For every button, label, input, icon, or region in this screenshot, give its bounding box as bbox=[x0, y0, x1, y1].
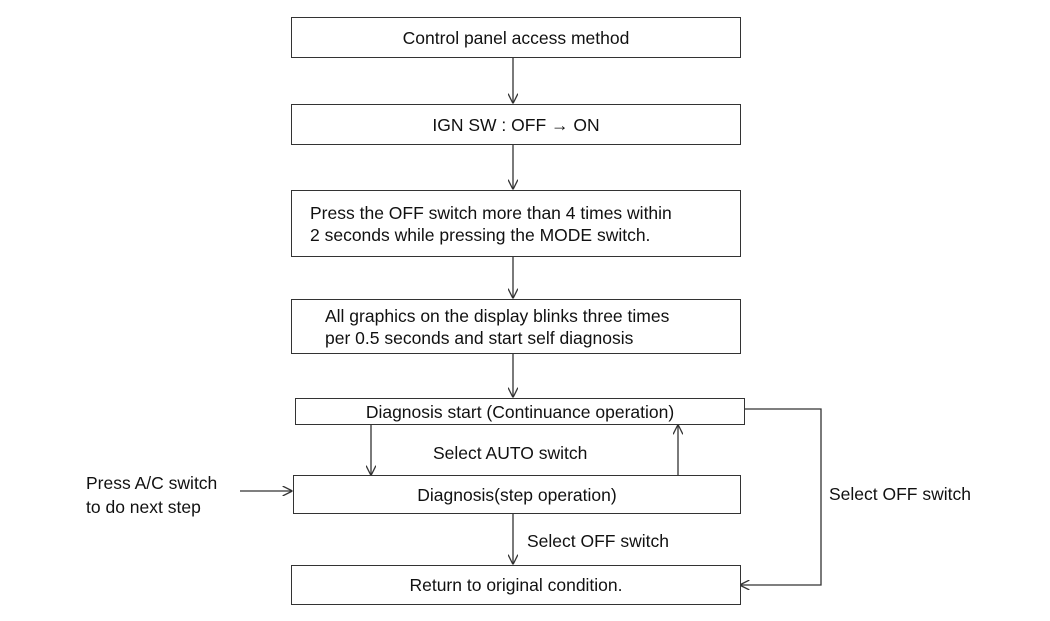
label-select-off-switch-right: Select OFF switch bbox=[829, 484, 971, 504]
label-press-ac-line1: Press A/C switch bbox=[86, 473, 218, 493]
step-press-off-switch-line2: 2 seconds while pressing the MODE switch… bbox=[310, 224, 651, 245]
step-control-panel-access-text: Control panel access method bbox=[402, 27, 630, 48]
label-select-auto-switch: Select AUTO switch bbox=[433, 443, 588, 463]
arrow-step5-to-step7-loop bbox=[740, 408, 822, 585]
step-graphics-blink-line1: All graphics on the display blinks three… bbox=[325, 305, 670, 326]
step-return-original-text: Return to original condition. bbox=[409, 575, 623, 595]
step-diagnosis-step-operation-text: Diagnosis(step operation) bbox=[417, 484, 617, 505]
step-press-off-switch-line1: Press the OFF switch more than 4 times w… bbox=[310, 202, 672, 223]
step-press-off-switch: Press the OFF switch more than 4 times w… bbox=[291, 190, 741, 257]
step-graphics-blink: All graphics on the display blinks three… bbox=[291, 299, 741, 354]
step-diagnosis-step-operation: Diagnosis(step operation) bbox=[293, 475, 741, 514]
step-graphics-blink-line2: per 0.5 seconds and start self diagnosis bbox=[325, 327, 634, 348]
step-ign-switch-text: IGN SW : OFF → ON bbox=[432, 114, 600, 135]
step-return-original: Return to original condition. bbox=[291, 565, 741, 605]
label-select-off-switch-middle: Select OFF switch bbox=[527, 531, 669, 551]
step-ign-switch: IGN SW : OFF → ON bbox=[291, 104, 741, 145]
step-control-panel-access: Control panel access method bbox=[291, 17, 741, 58]
step-diagnosis-start: Diagnosis start (Continuance operation) bbox=[295, 398, 745, 425]
label-press-ac-line2: to do next step bbox=[86, 497, 201, 517]
step-diagnosis-start-text: Diagnosis start (Continuance operation) bbox=[365, 401, 675, 422]
